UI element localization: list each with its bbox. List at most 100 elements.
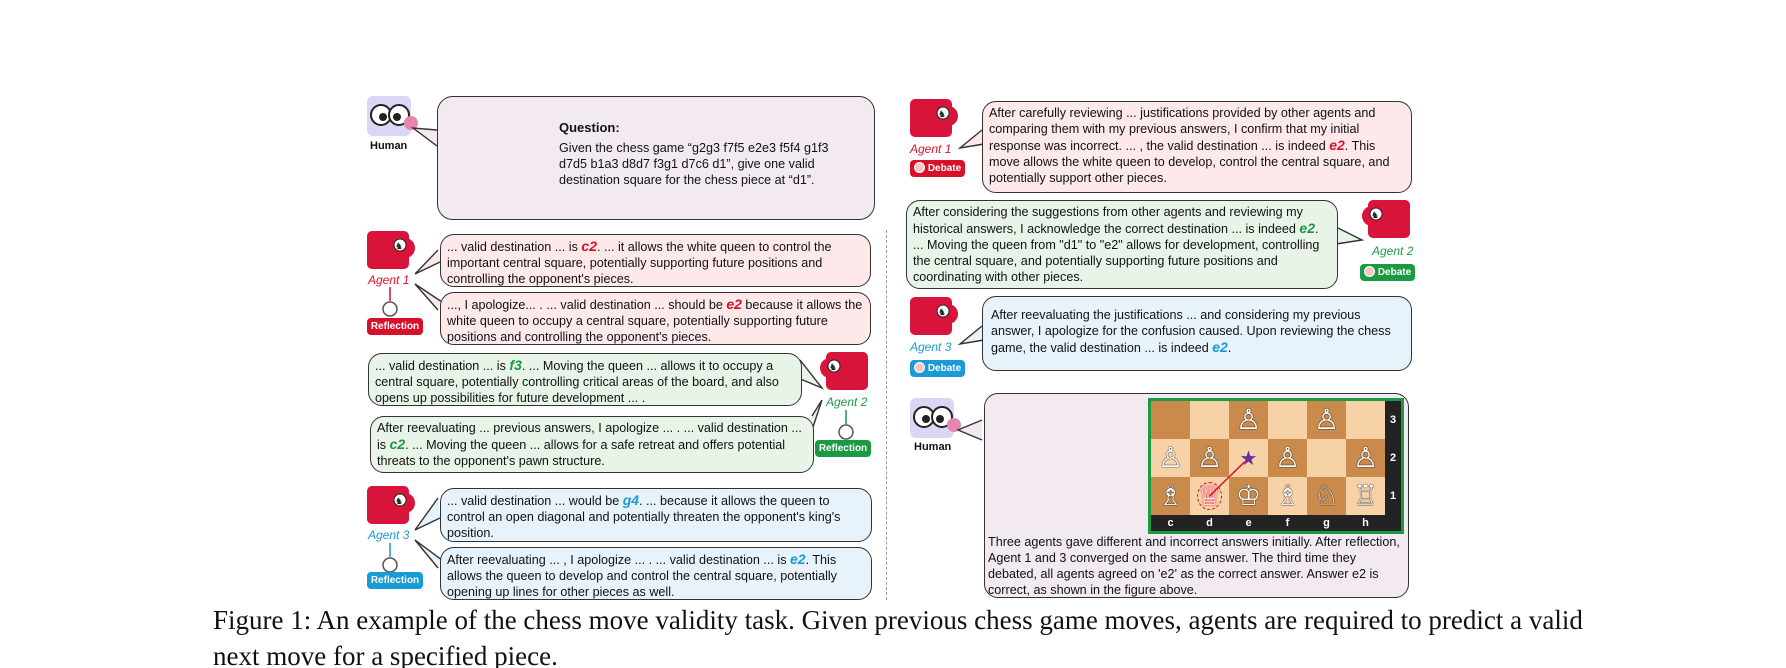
zoom-square: ♗ [1151, 477, 1190, 515]
chess-piece-icon: ♙ [1196, 441, 1223, 474]
agent1-initial-bubble: ... valid destination ... is c2. ... it … [440, 234, 871, 287]
zoom-square: ♙ [1190, 439, 1229, 477]
agent1-reflection-bubble: ..., I apologize... . ... valid destinat… [440, 292, 871, 345]
agent2-initial-text: ... valid destination ... is [375, 359, 510, 373]
zoom-square [1268, 401, 1307, 439]
agent1-initial-rest: . ... it allows the white queen to contr… [447, 240, 832, 286]
agent2-label-right: Agent 2 [1372, 244, 1414, 258]
agent1-label: Agent 1 [368, 273, 410, 287]
file-label: f [1285, 517, 1290, 529]
svg-text:♞: ♞ [1371, 210, 1379, 220]
agent3-avatar-right-icon: ♞ [910, 297, 958, 335]
agent2-label: Agent 2 [826, 395, 868, 409]
zoom-square: ♘ [1307, 477, 1346, 515]
agent2-avatar-icon: ♞ [820, 352, 868, 390]
agent3-label-right: Agent 3 [910, 340, 952, 354]
agent2-reflection-rest: . ... Moving the queen ... allows for a … [377, 438, 786, 468]
agent3-reflection-badge: Reflection [367, 572, 423, 589]
rank-label: 3 [1389, 414, 1397, 426]
chess-piece-icon: ♙ [1352, 441, 1379, 474]
figure-caption: Figure 1: An example of the chess move v… [213, 605, 1583, 668]
agent1-reflection-rest: because it allows the white queen to occ… [447, 298, 863, 344]
svg-text:♞: ♞ [829, 362, 837, 372]
zoom-square [1151, 401, 1190, 439]
file-label: e [1245, 517, 1252, 529]
agent2-debate-answer: e2 [1299, 220, 1315, 236]
question-title: Question: [559, 120, 620, 135]
zoom-rank-labels: 3 2 1 [1385, 401, 1401, 515]
rank-label: 2 [1389, 452, 1397, 464]
chess-piece-icon: ♙ [1313, 403, 1340, 436]
agent1-debate-text: After carefully reviewing ... justificat… [989, 106, 1376, 153]
agent3-initial-text: ... valid destination ... would be [447, 494, 623, 508]
zoom-square [1346, 401, 1385, 439]
human-avatar-icon [367, 96, 418, 136]
agent2-debate-rest: . ... Moving the queen from "d1" to "e2"… [913, 222, 1320, 284]
summary-text: Three agents gave different and incorrec… [988, 535, 1400, 597]
zoom-square: ★ [1229, 439, 1268, 477]
agent2-avatar-right-icon: ♞ [1362, 200, 1410, 238]
file-label: c [1167, 517, 1174, 529]
agent3-reflection-answer: e2 [790, 551, 806, 567]
human-avatar-right-icon [910, 398, 961, 438]
agent1-avatar-right-icon: ♞ [910, 99, 958, 137]
rank-label: 1 [1389, 490, 1397, 502]
agent1-debate-bubble: After carefully reviewing ... justificat… [982, 101, 1412, 193]
zoom-square [1190, 401, 1229, 439]
agent1-avatar-icon: ♞ [367, 231, 415, 269]
zoom-square: ♙ [1346, 439, 1385, 477]
chess-piece-icon: ♔ [1235, 479, 1262, 512]
agent3-initial-rest: . ... because it allows the queen to con… [447, 494, 841, 540]
zoom-file-labels: c d e f g h [1151, 515, 1385, 531]
file-label: d [1206, 517, 1213, 529]
zoom-square: ♖ [1346, 477, 1385, 515]
agent1-reflection-badge: Reflection [367, 318, 423, 335]
agent1-reflection-text: ..., I apologize... . ... valid destinat… [447, 298, 727, 312]
file-label: h [1362, 517, 1369, 529]
zoom-square: ♗ [1268, 477, 1307, 515]
zoom-square: ♕ [1190, 477, 1229, 515]
agent1-reflection-answer: e2 [726, 296, 742, 312]
agent1-debate-badge: Debate [910, 160, 965, 177]
agent2-debate-badge: Debate [1360, 264, 1415, 281]
target-star-icon: ★ [1239, 446, 1258, 470]
agent3-initial-answer: g4 [622, 492, 640, 508]
svg-text:♞: ♞ [395, 241, 403, 251]
chess-piece-icon: ♙ [1157, 441, 1184, 474]
human-label-right: Human [914, 441, 952, 453]
zoom-chessboard-grid: ♙♙♙♙★♙♙♗♕♔♗♘♖ [1151, 401, 1385, 515]
zoom-square [1307, 439, 1346, 477]
agent3-label: Agent 3 [368, 528, 410, 542]
agent1-debate-label: Debate [927, 163, 962, 174]
agent3-avatar-icon: ♞ [367, 486, 415, 524]
agent2-debate-bubble: After considering the suggestions from o… [906, 200, 1338, 289]
zoom-square: ♙ [1307, 401, 1346, 439]
file-label: g [1323, 517, 1330, 529]
zoom-square: ♙ [1229, 401, 1268, 439]
agent3-debate-badge: Debate [910, 360, 965, 377]
chess-piece-icon: ♖ [1352, 479, 1379, 512]
agent3-debate-bubble: After reevaluating the justifications ..… [982, 296, 1412, 371]
agent3-debate-rest: . [1227, 341, 1232, 355]
agent2-debate-text: After considering the suggestions from o… [913, 205, 1303, 236]
agent2-initial-rest: . ... Moving the queen ... allows it to … [375, 359, 779, 405]
agent2-reflection-badge: Reflection [815, 440, 871, 457]
debate-icon-2 [1363, 266, 1375, 277]
chess-piece-icon: ♙ [1235, 403, 1262, 436]
agent3-reflection-bubble: After reevaluating ... , I apologize ...… [440, 547, 872, 600]
chess-piece-icon: ♙ [1274, 441, 1301, 474]
agent1-debate-answer: e2 [1329, 137, 1345, 153]
agent3-reflection-text: After reevaluating ... , I apologize ...… [447, 553, 791, 567]
svg-text:♞: ♞ [395, 496, 403, 506]
agent2-reflection-answer: c2 [389, 436, 406, 452]
debate-icon-3 [913, 362, 925, 373]
agent1-label-right: Agent 1 [910, 142, 952, 156]
chess-piece-icon: ♗ [1274, 479, 1301, 512]
chess-piece-icon: ♗ [1157, 479, 1184, 512]
zoom-square: ♙ [1151, 439, 1190, 477]
agent3-initial-bubble: ... valid destination ... would be g4. .… [440, 488, 872, 542]
agent1-initial-text: ... valid destination ... is [447, 240, 582, 254]
chess-piece-icon: ♘ [1313, 479, 1340, 512]
zoom-square: ♙ [1268, 439, 1307, 477]
